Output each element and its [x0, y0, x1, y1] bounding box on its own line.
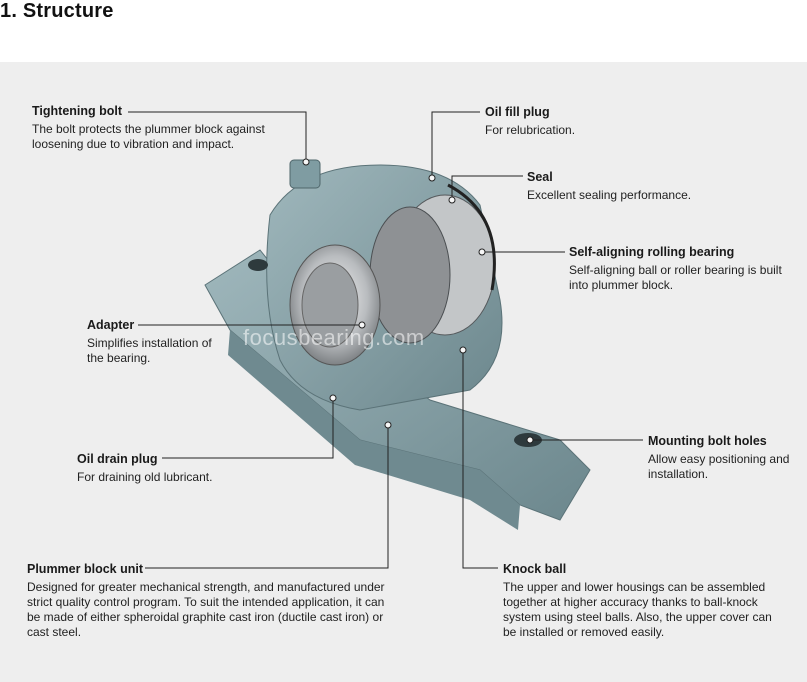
leader-dot-drain	[329, 394, 337, 402]
callout-plummer-block-unit: Plummer block unit Designed for greater …	[27, 562, 387, 640]
leader-knock-ball	[462, 350, 498, 569]
leader-dot-mount	[526, 436, 534, 444]
section-heading: 1. Structure	[0, 0, 114, 22]
leader-dot-plummer	[384, 421, 392, 429]
leader-tightening-bolt	[128, 111, 307, 160]
leader-dot-seal	[448, 196, 456, 204]
callout-oil-drain-plug: Oil drain plug For draining old lubrican…	[77, 452, 277, 485]
callout-title: Adapter	[87, 318, 135, 332]
callout-seal: Seal Excellent sealing performance.	[527, 170, 757, 203]
leader-oil-fill-plug	[431, 111, 480, 178]
callout-title: Seal	[527, 170, 553, 184]
callout-knock-ball: Knock ball The upper and lower housings …	[503, 562, 778, 640]
callout-mounting-bolt-holes: Mounting bolt holes Allow easy positioni…	[648, 434, 793, 482]
callout-title: Plummer block unit	[27, 562, 143, 576]
callout-title: Knock ball	[503, 562, 567, 576]
callout-title: Mounting bolt holes	[648, 434, 767, 448]
callout-desc: For relubrication.	[485, 123, 576, 137]
callout-desc: Allow easy positioning and installation.	[648, 452, 790, 481]
watermark-text: focusbearing.com	[243, 325, 425, 350]
callout-title: Oil fill plug	[485, 105, 550, 119]
callout-title: Self-aligning rolling bearing	[569, 245, 735, 259]
leader-oil-drain	[162, 398, 334, 459]
callout-desc: Simplifies installation of the bearing.	[87, 336, 212, 365]
leader-plummer-block	[145, 425, 389, 569]
callout-desc: Excellent sealing performance.	[527, 188, 692, 202]
callout-adapter: Adapter Simplifies installation of the b…	[87, 318, 217, 366]
callout-desc: The bolt protects the plummer block agai…	[32, 122, 265, 151]
callout-desc: Self-aligning ball or roller bearing is …	[569, 263, 782, 292]
callout-title: Oil drain plug	[77, 452, 158, 466]
housing-base-front	[228, 330, 520, 530]
leader-dot-knock	[459, 346, 467, 354]
leader-dot-bearing	[478, 248, 486, 256]
mounting-bolt-hole-left	[248, 259, 268, 271]
leader-lines	[128, 111, 643, 569]
callout-desc: Designed for greater mechanical strength…	[27, 580, 385, 639]
callout-self-aligning-bearing: Self-aligning rolling bearing Self-align…	[569, 245, 784, 293]
bearing-rollers	[369, 206, 451, 344]
callout-desc: For draining old lubricant.	[77, 470, 213, 484]
leader-dot-adapter	[358, 321, 366, 329]
leader-seal	[451, 175, 523, 200]
shaft-bore	[301, 262, 359, 348]
callout-tightening-bolt: Tightening bolt The bolt protects the pl…	[32, 104, 302, 152]
callout-oil-fill-plug: Oil fill plug For relubrication.	[485, 105, 685, 138]
seal-shape	[447, 183, 496, 291]
leader-dot-bolt	[302, 158, 310, 166]
callout-title: Tightening bolt	[32, 104, 123, 118]
leader-dot-oil-fill	[428, 174, 436, 182]
callout-desc: The upper and lower housings can be asse…	[503, 580, 772, 639]
